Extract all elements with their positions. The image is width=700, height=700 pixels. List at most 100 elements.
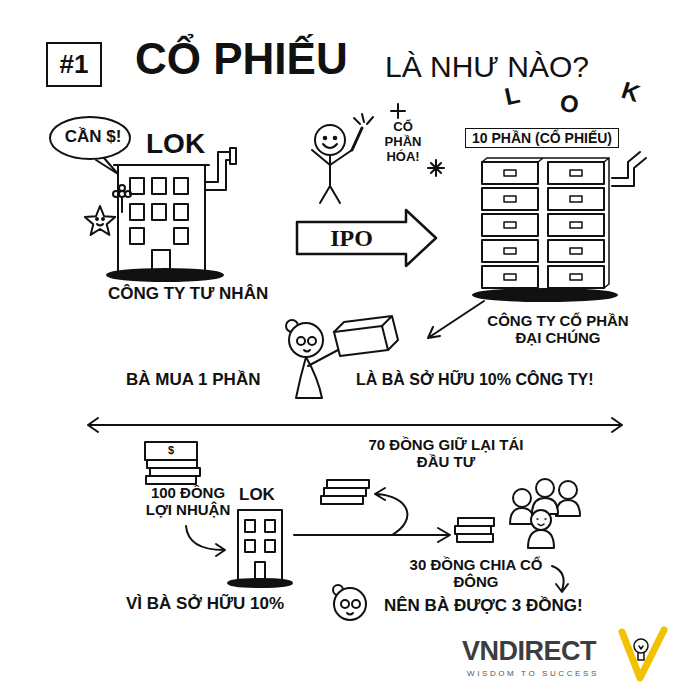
flower-petal (119, 185, 125, 191)
sign-letter: K (618, 76, 643, 108)
window (174, 204, 188, 220)
title-text: CỔ PHIẾU (135, 34, 348, 85)
brand-name: VNDIRECT (462, 636, 596, 667)
person-body (312, 150, 352, 203)
brand-slogan: WISDOM TO SUCCESS (467, 669, 599, 678)
divider (88, 418, 622, 432)
speech-text: CẦN $! (48, 127, 138, 147)
edge-label: IPO (328, 225, 375, 251)
money-bill (321, 496, 363, 504)
sign-letter: O (559, 89, 580, 118)
drawer (482, 266, 538, 288)
sign-letter: L (502, 81, 522, 111)
grandma-head (289, 323, 323, 357)
shareholder-body (556, 500, 580, 516)
window (265, 540, 275, 552)
glasses (297, 337, 305, 345)
money-bill (147, 460, 197, 468)
drawer (548, 240, 604, 262)
money-symbol: $ (166, 444, 176, 457)
note-text: BÀ MUA 1 PHẦN (126, 370, 260, 390)
flow-arrow (186, 526, 225, 556)
star-eye (102, 218, 104, 220)
grandma-head (334, 588, 366, 620)
drawer (482, 214, 538, 236)
grandma-smile (347, 613, 353, 615)
shareholder-head (531, 510, 551, 530)
pointer-arrow (428, 301, 484, 338)
drawer (548, 214, 604, 236)
window (245, 520, 255, 532)
flower-stem (121, 197, 123, 212)
window (130, 204, 144, 220)
glasses (341, 600, 349, 608)
roof-line (114, 164, 209, 166)
note-text: NÊN BÀ ĐƯỢC 3 ĐỒNG! (384, 596, 583, 616)
window (245, 540, 255, 552)
person-head (315, 125, 345, 155)
window (174, 228, 188, 244)
share-box-edge (334, 316, 398, 350)
share-box (334, 326, 388, 356)
sparkle-star (428, 160, 444, 176)
building-body (238, 510, 282, 580)
flower-petal (125, 191, 131, 197)
building-body (118, 165, 205, 272)
pipe (205, 152, 230, 190)
person-eye (334, 137, 337, 140)
ground-hole (473, 289, 617, 301)
logo-mark (622, 630, 664, 678)
sparkle (354, 114, 373, 124)
money-bill (145, 442, 197, 460)
star-figure (85, 206, 115, 235)
subtitle: LÀ NHƯ NÀO? (385, 50, 589, 85)
note-text: LÀ BÀ SỞ HỮU 10% CÔNG TY! (356, 371, 594, 389)
window (152, 178, 166, 194)
drawer (482, 188, 538, 210)
logo-bulb-base (638, 646, 644, 660)
drawer-depth (482, 158, 609, 288)
speech-text: CỔ PHẦN HÓA! (376, 120, 430, 165)
window (130, 228, 144, 244)
window (174, 178, 188, 194)
glasses (308, 337, 316, 345)
shares-header: 10 PHẦN (CỔ PHIẾU) (465, 128, 619, 148)
shareholder-face (537, 519, 546, 526)
sparkle-star (391, 104, 405, 118)
person-smile (323, 144, 337, 148)
person-eye (324, 137, 327, 140)
pipe-cap (230, 148, 236, 164)
down-arrow (552, 566, 568, 592)
logo-bulb (634, 639, 648, 653)
money-bill (458, 518, 494, 526)
star-eye (96, 218, 98, 220)
flower-petal (113, 191, 119, 197)
speech-bubble: CẦN $! (48, 115, 138, 161)
flow-arrow (294, 528, 450, 542)
shareholder-head (513, 489, 531, 507)
amount-label: 70 ĐỒNG GIỮ LẠI TÁI ĐẦU TƯ (360, 436, 532, 471)
building-sign: LOK (146, 128, 205, 160)
grandma-smile (304, 350, 310, 352)
money-bill (455, 526, 491, 534)
torch (352, 128, 362, 150)
shareholder-body (528, 530, 554, 548)
drawer (482, 162, 538, 184)
money-bill (146, 476, 196, 484)
number-box: #1 (46, 42, 102, 87)
bubble-tail (96, 158, 118, 174)
amount-label: 30 ĐỒNG CHIA CỔ ĐÔNG (408, 556, 544, 591)
drawer (548, 188, 604, 210)
money-bill (457, 534, 493, 542)
star-smile (97, 224, 103, 226)
money-bill (150, 468, 200, 476)
ground-hole (228, 579, 292, 587)
private-company: LOKCÔNG TY TƯ NHÂN (108, 128, 289, 308)
door (255, 562, 265, 580)
amount-label: 100 ĐỒNG LỢI NHUẬN (136, 484, 240, 519)
company-building: LOK (228, 485, 294, 585)
note-text: VÌ BÀ SỞ HỮU 10% (126, 594, 284, 614)
